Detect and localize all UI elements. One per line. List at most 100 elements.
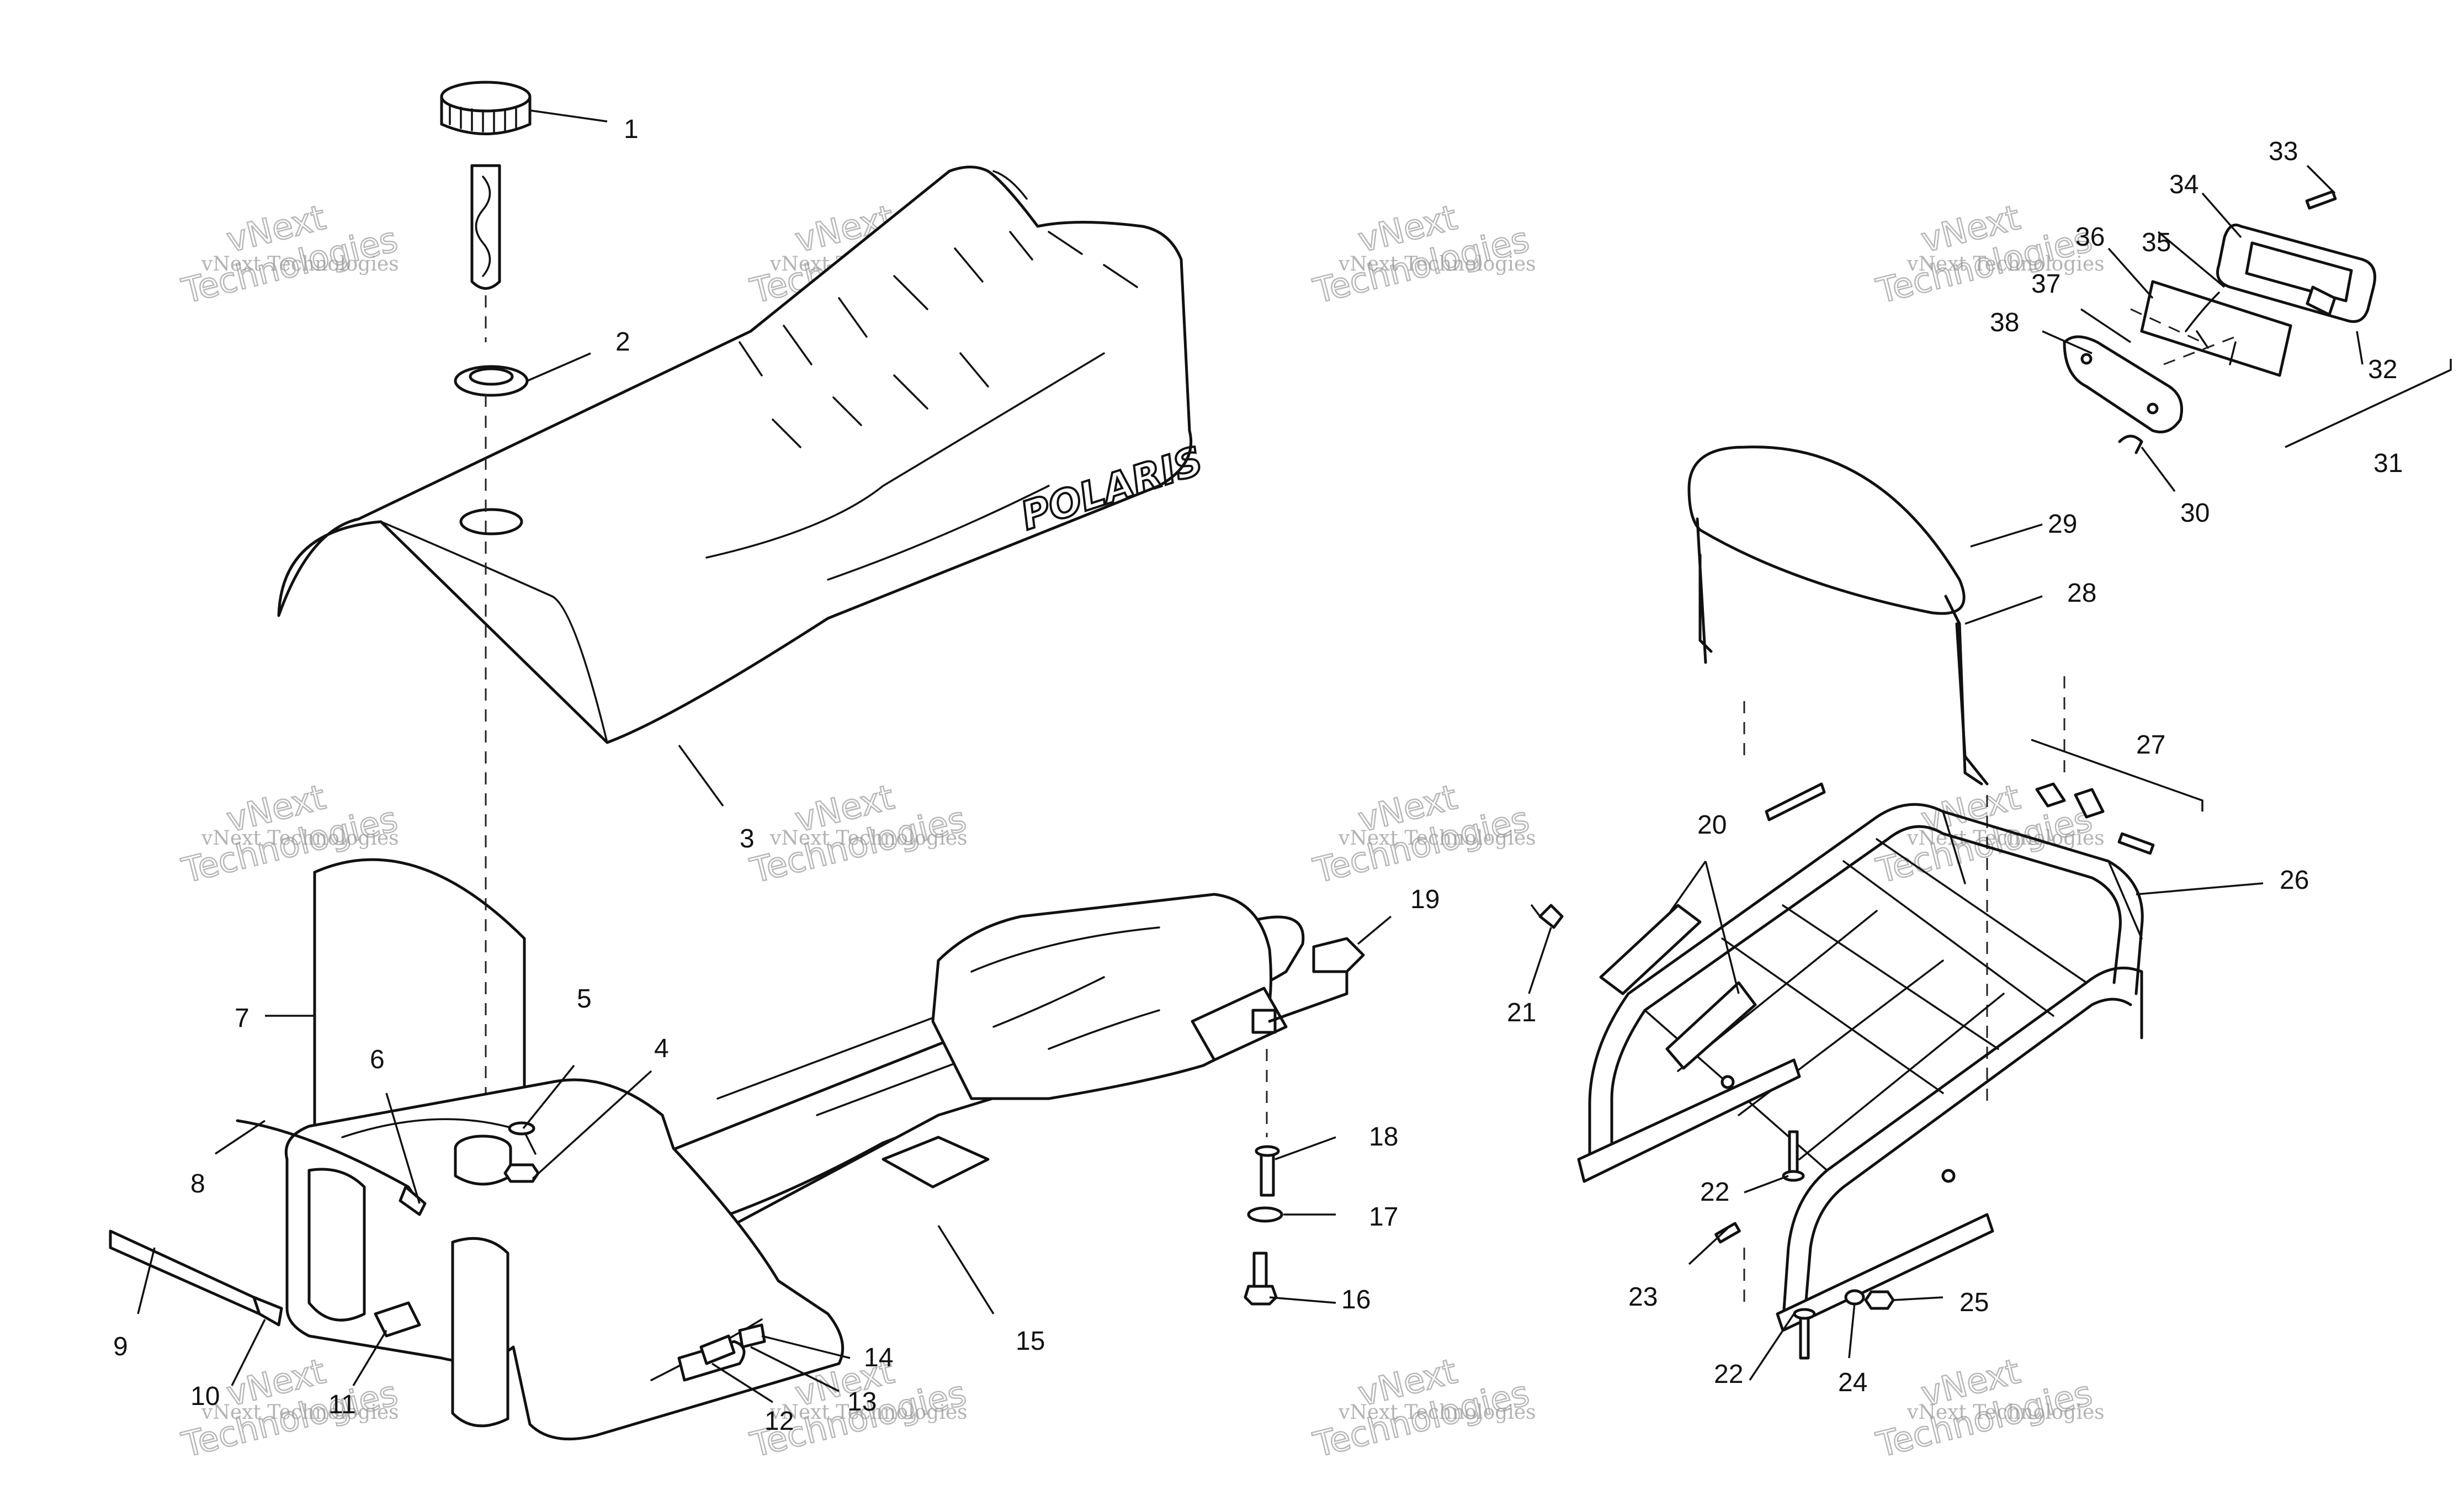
watermark-caption: vNext Technologies — [1907, 1401, 2105, 1424]
bolt-23-part — [1714, 1222, 1741, 1244]
callout-9: 9 — [113, 1332, 128, 1361]
fuel-line-clamp-part — [252, 1296, 283, 1327]
clip-30-part — [2118, 434, 2143, 454]
callout-13: 13 — [847, 1387, 877, 1417]
nut-25-part — [1864, 1290, 1895, 1310]
callout-24: 24 — [1838, 1368, 1867, 1397]
watermark-caption: vNext Technologies — [769, 827, 968, 850]
hardware-27-part — [2035, 782, 2155, 855]
callout-2: 2 — [615, 327, 630, 357]
leader-lines — [137, 109, 2364, 1403]
washer-part — [508, 1121, 535, 1136]
callout-14: 14 — [864, 1343, 893, 1372]
nut-part — [503, 1163, 540, 1183]
watermark-caption: vNext Technologies — [201, 1401, 399, 1424]
callout-27: 27 — [2136, 730, 2165, 760]
callout-28: 28 — [2067, 579, 2096, 608]
screw-33-part — [2305, 190, 2337, 210]
callout-26: 26 — [2280, 866, 2309, 895]
bracket-part — [1312, 937, 1365, 973]
callouts: 1 2 3 4 5 6 7 8 9 10 11 12 13 14 15 16 1… — [113, 115, 2403, 1436]
nut-24-part — [1844, 1289, 1865, 1306]
callout-11: 11 — [328, 1390, 356, 1419]
callout-22-lower: 22 — [1714, 1360, 1743, 1389]
reflector-strip-part — [1765, 782, 1826, 821]
callout-22-upper: 22 — [1700, 1178, 1729, 1207]
backrest-support-right-inner — [1955, 622, 1989, 786]
watermark-caption: vNext Technologies — [1907, 253, 2105, 275]
rack-part — [1577, 803, 2144, 1332]
bracket-38-part — [2063, 335, 2183, 433]
watermark: vNext Technologies — [1309, 1350, 1534, 1466]
watermark: vNext Technologies — [1872, 776, 2097, 892]
callout-33: 33 — [2269, 137, 2298, 166]
tank-fitting-part — [374, 1301, 421, 1338]
callout-21: 21 — [1507, 998, 1536, 1027]
grommet-part — [454, 365, 529, 397]
callout-20: 20 — [1697, 810, 1727, 840]
fastener-21-part — [1531, 904, 1564, 929]
callout-36: 36 — [2075, 222, 2105, 252]
fuel-cap-part — [440, 81, 532, 290]
watermark: vNext Technologies — [1309, 197, 1534, 312]
callout-29: 29 — [2048, 510, 2077, 539]
bulb-32-part — [2306, 285, 2336, 316]
callout-12: 12 — [764, 1407, 794, 1436]
stud-22-upper-part — [1782, 1130, 1805, 1182]
callout-23: 23 — [1628, 1282, 1658, 1312]
washer-17-part — [1247, 1206, 1283, 1223]
callout-7: 7 — [235, 1004, 249, 1033]
callout-30: 30 — [2180, 499, 2210, 528]
callout-19: 19 — [1410, 885, 1440, 914]
stud-part — [1255, 1145, 1280, 1197]
callout-18: 18 — [1369, 1122, 1398, 1152]
bolt-part — [1244, 1252, 1278, 1306]
bracket-arm — [1268, 970, 1348, 1023]
callout-31: 31 — [2373, 449, 2403, 478]
watermark-caption: vNext Technologies — [769, 1401, 968, 1424]
callout-16: 16 — [1341, 1285, 1371, 1314]
callout-15: 15 — [1016, 1327, 1045, 1356]
watermark-caption: vNext Technologies — [1338, 253, 1536, 275]
watermark-caption: vNext Technologies — [1338, 827, 1536, 850]
assembly-line — [2163, 336, 2236, 365]
watermark: vNext Technologies — [177, 776, 402, 892]
callout-32: 32 — [2368, 355, 2397, 384]
strap-part — [313, 858, 526, 1139]
callout-25: 25 — [1959, 1288, 1989, 1317]
callout-1: 1 — [624, 115, 639, 144]
wire-35-part — [2185, 291, 2220, 332]
watermark-caption: vNext Technologies — [201, 253, 399, 275]
callout-17: 17 — [1369, 1202, 1398, 1232]
stud-22-lower-part — [1793, 1308, 1816, 1360]
callout-4: 4 — [654, 1034, 669, 1063]
callout-35: 35 — [2142, 228, 2171, 257]
callout-5: 5 — [577, 984, 592, 1014]
assembly-line — [2130, 308, 2203, 343]
taillight-housing-part — [2140, 280, 2292, 377]
callout-38: 38 — [1990, 308, 2019, 337]
watermark-caption: vNext Technologies — [201, 827, 399, 850]
watermark: vNext Technologies — [746, 776, 971, 892]
fitting-13-part — [738, 1323, 766, 1349]
callout-6: 6 — [370, 1045, 385, 1074]
group-bracket-27 — [2031, 739, 2203, 812]
group-bracket-31 — [2285, 359, 2452, 448]
backrest-pad-part — [1687, 446, 1966, 615]
watermark: vNext Technologies — [1309, 776, 1534, 892]
watermark: vNext Technologies — [177, 197, 402, 312]
watermark: vNext Technologies — [1872, 1350, 2097, 1466]
callout-37: 37 — [2031, 269, 2061, 299]
fuel-tank-part — [284, 893, 1305, 1441]
backrest-support-left-inner — [1698, 553, 1713, 653]
fitting-12-part — [699, 1334, 736, 1365]
callout-34: 34 — [2169, 170, 2199, 199]
taillight-lens-part — [2216, 224, 2376, 323]
watermark-caption: vNext Technologies — [1338, 1401, 1536, 1424]
watermark: vNext Technologies — [1872, 197, 2097, 312]
pad-part — [1599, 904, 1702, 995]
callout-10: 10 — [190, 1382, 220, 1411]
pad-part — [1665, 981, 1757, 1070]
callout-8: 8 — [190, 1169, 205, 1199]
